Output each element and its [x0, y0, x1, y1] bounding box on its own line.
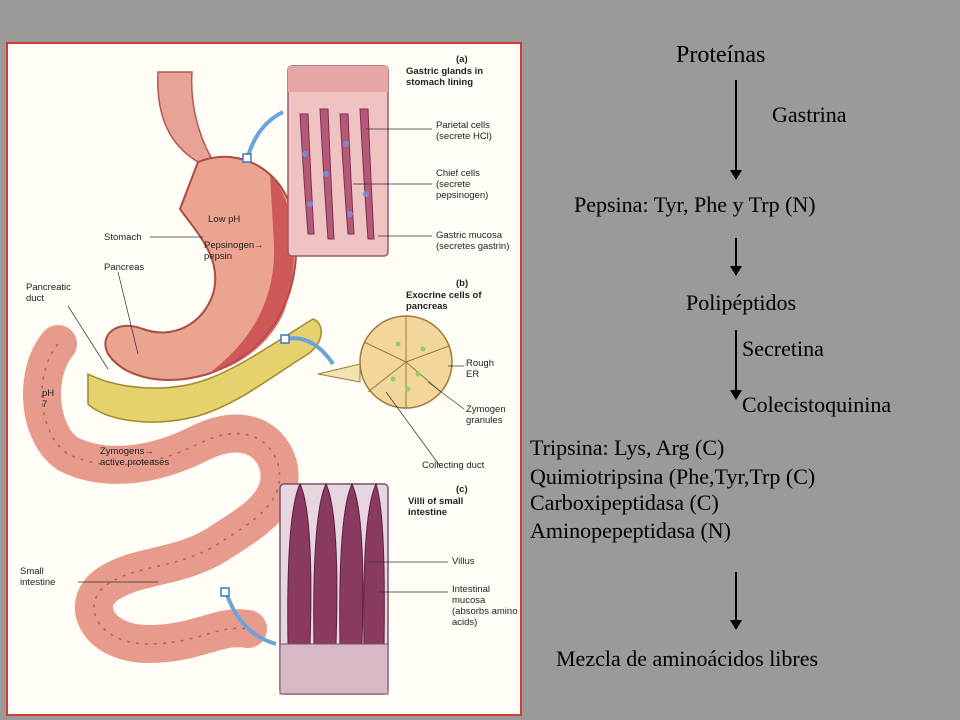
small-intestine-label: Small intestine — [20, 566, 56, 588]
section-c-letter: (c) — [456, 484, 468, 495]
secretina-text: Secretina — [742, 336, 824, 361]
digestion-illustration: (a) Gastric glands in stomach lining Par… — [6, 42, 522, 716]
villus-label: Villus — [452, 556, 475, 567]
pancreas-label: Pancreas — [104, 262, 145, 273]
arrow-3 — [730, 330, 742, 400]
arrow-2 — [730, 238, 742, 276]
low-ph-label: Low pH — [208, 214, 241, 225]
arrow-1 — [730, 80, 742, 180]
pepsina-text: Pepsina: Tyr, Phe y Trp (N) — [574, 192, 816, 217]
parietal-label: Parietal cells (secrete HCl) — [436, 120, 492, 142]
quimiotripsina-text: Quimiotripsina (Phe,Tyr,Trp (C) — [530, 464, 816, 489]
carboxipeptidasa-text: Carboxipeptidasa (C) — [530, 490, 719, 515]
esophagus — [157, 71, 220, 171]
gastrina-text: Gastrina — [772, 102, 847, 127]
zymogen-granules-label: Zymogen granules — [466, 404, 506, 426]
intestinal-mucosa-label: Intestinal mucosa (absorbs amino acids) — [452, 584, 518, 628]
anatomy-drawing — [23, 65, 465, 695]
pancreas-acinus-inset — [317, 315, 453, 409]
pancreatic-duct-label: Pancreatic duct — [26, 282, 71, 304]
rough-er-label: Rough ER — [466, 358, 494, 380]
section-a-letter: (a) — [456, 54, 468, 65]
section-c-title: Villi of small intestine — [408, 496, 464, 518]
small-intestine — [23, 325, 299, 664]
villi-inset — [279, 482, 389, 695]
gastric-gland-inset — [287, 65, 389, 257]
tripsina-text: Tripsina: Lys, Arg (C) — [530, 435, 725, 460]
inset-arrows — [224, 110, 335, 646]
leader-lines — [67, 128, 465, 593]
zymogens-label: Zymogens→ active proteases — [100, 446, 170, 468]
collecting-duct-label: Collecting duct — [422, 460, 485, 471]
mucosa-label: Gastric mucosa (secretes gastrin) — [436, 230, 510, 252]
aminopeptidasa-text: Aminopepeptidasa (N) — [530, 518, 731, 543]
mezcla-text: Mezcla de aminoácidos libres — [556, 646, 819, 671]
section-b-title: Exocrine cells of pancreas — [406, 290, 482, 312]
chief-label: Chief cells (secrete pepsinogen) — [436, 168, 489, 201]
proteinas-text: Proteínas — [676, 42, 766, 68]
pancreas — [87, 318, 322, 423]
polipeptidos-text: Polipéptidos — [686, 290, 797, 315]
section-b-letter: (b) — [456, 278, 469, 289]
pepsinogen-label: Pepsinogen→ pepsin — [204, 240, 264, 262]
ph7-label: pH 7 — [42, 388, 55, 410]
colecistoquinina-text: Colecistoquinina — [742, 392, 892, 417]
arrow-4 — [730, 572, 742, 630]
stomach-label: Stomach — [104, 232, 142, 243]
section-a-title: Gastric glands in stomach lining — [406, 66, 484, 88]
